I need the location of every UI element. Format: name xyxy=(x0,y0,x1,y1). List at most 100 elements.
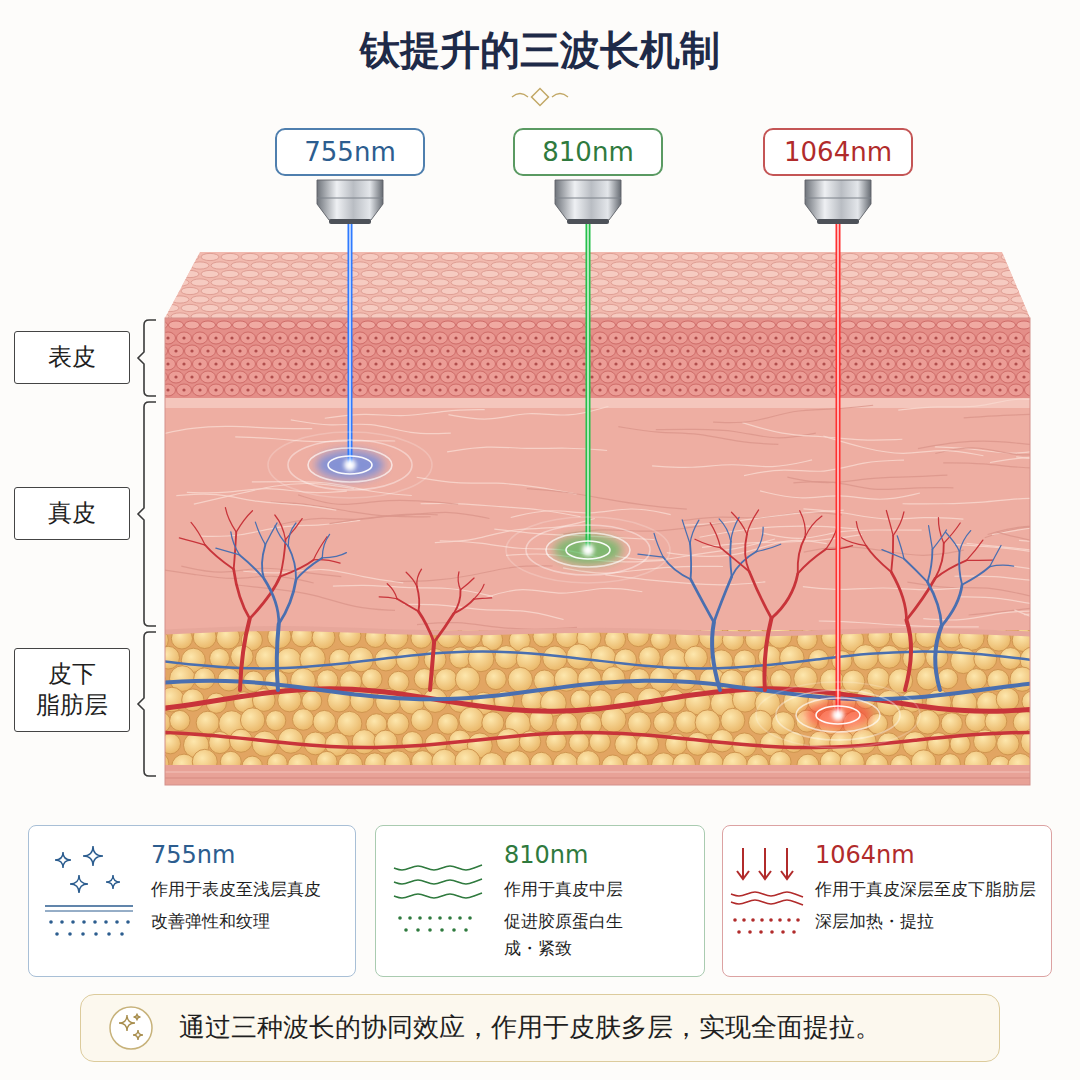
epidermis-cell xyxy=(369,384,384,396)
info-card: 1064nm作用于真皮深层至皮下脂肪层深层加热・提拉 xyxy=(722,825,1052,977)
surface-cell xyxy=(491,296,509,303)
cell-nucleus xyxy=(894,375,897,378)
wave-icon xyxy=(731,892,803,897)
epidermis-cell xyxy=(425,345,440,357)
epidermis-cell xyxy=(393,371,408,383)
epidermis-cell xyxy=(441,321,456,329)
epidermis-cell xyxy=(537,371,552,383)
epidermis-cell xyxy=(529,384,544,396)
surface-cell xyxy=(251,296,269,303)
cell-nucleus xyxy=(214,336,217,339)
cell-nucleus xyxy=(270,349,273,352)
vein xyxy=(165,681,1030,700)
skin-top-face xyxy=(165,252,1030,318)
beam-highlight xyxy=(349,222,351,465)
surface-cell xyxy=(911,262,929,269)
fat-cell xyxy=(196,711,219,734)
epidermis-cell xyxy=(321,384,336,396)
cell-nucleus xyxy=(718,349,721,352)
cell-nucleus xyxy=(894,349,897,352)
epidermis-cell xyxy=(265,321,280,329)
surface-cell xyxy=(941,287,959,294)
epidermis-cell xyxy=(497,332,512,344)
cell-nucleus xyxy=(870,362,873,365)
surface-cell xyxy=(191,296,209,303)
vessel-branch xyxy=(893,512,904,536)
epidermis-cell xyxy=(305,332,320,344)
surface-cell xyxy=(251,279,269,286)
surface-cell xyxy=(751,279,769,286)
surface-cell xyxy=(741,304,759,311)
cell-nucleus xyxy=(446,349,449,352)
cell-nucleus xyxy=(198,388,201,391)
cell-nucleus xyxy=(998,362,1001,365)
surface-cell xyxy=(971,296,989,303)
cell-nucleus xyxy=(990,349,993,352)
cell-nucleus xyxy=(542,349,545,352)
fascia-line xyxy=(165,772,1030,773)
surface-cell xyxy=(211,262,229,269)
epidermis-cell xyxy=(217,345,232,357)
surface-cell xyxy=(141,304,159,311)
cell-nucleus xyxy=(950,388,953,391)
epidermis-cell xyxy=(489,371,504,383)
surface-cell xyxy=(761,287,779,294)
vessel-branch xyxy=(418,611,434,642)
epidermis-cell xyxy=(369,332,384,344)
epidermis-cell xyxy=(505,371,520,383)
cell-nucleus xyxy=(550,388,553,391)
sparkle-icon xyxy=(119,1015,135,1031)
surface-cell xyxy=(411,279,429,286)
surface-cell xyxy=(561,270,579,277)
fat-cell xyxy=(432,749,457,766)
cell-nucleus xyxy=(574,375,577,378)
cell-nucleus xyxy=(774,388,777,391)
cell-nucleus xyxy=(918,336,921,339)
vessel-branch xyxy=(695,539,721,547)
epidermis-cell xyxy=(961,384,976,396)
vessel-branch xyxy=(322,553,346,558)
epidermis-cell xyxy=(609,358,624,370)
epidermis-cell xyxy=(561,332,576,344)
epidermis-cell xyxy=(249,345,264,357)
cell-nucleus xyxy=(270,375,273,378)
surface-cell xyxy=(861,287,879,294)
vessel-branch xyxy=(938,518,943,544)
epidermis-cell xyxy=(601,321,616,329)
fat-cell xyxy=(302,691,322,711)
surface-cell xyxy=(741,270,759,277)
epidermis-cell xyxy=(409,371,424,383)
epidermis-cell xyxy=(697,321,712,329)
card-text: 改善弹性和纹理 xyxy=(151,908,349,934)
cell-nucleus xyxy=(414,349,417,352)
cell-nucleus xyxy=(430,375,433,378)
cell-nucleus xyxy=(534,362,537,365)
card-text: 促进胶原蛋白生成・紧致 xyxy=(504,908,656,961)
collagen-fiber xyxy=(194,483,354,504)
cell-nucleus xyxy=(278,362,281,365)
surface-cell xyxy=(531,262,549,269)
epidermis-cell xyxy=(569,345,584,357)
fat-cell xyxy=(615,733,637,755)
surface-cell xyxy=(891,296,909,303)
cell-nucleus xyxy=(774,362,777,365)
surface-cell xyxy=(461,253,479,260)
epidermis-layer xyxy=(165,318,1030,400)
layer-bracket xyxy=(138,402,156,626)
layer-bracket xyxy=(138,320,156,396)
surface-cell xyxy=(401,304,419,311)
epidermis-cell xyxy=(225,358,240,370)
collagen-fiber xyxy=(804,547,964,555)
surface-cell xyxy=(851,279,869,286)
epidermis-cell xyxy=(481,332,496,344)
laser-beam xyxy=(268,222,432,498)
surface-cell xyxy=(561,253,579,260)
surface-cell xyxy=(481,270,499,277)
collagen-fiber xyxy=(482,588,642,598)
surface-cell xyxy=(971,262,989,269)
epidermis-cell xyxy=(193,332,208,344)
epidermis-cell xyxy=(217,371,232,383)
surface-cell xyxy=(711,262,729,269)
cell-nucleus xyxy=(974,349,977,352)
epidermis-cell xyxy=(209,358,224,370)
